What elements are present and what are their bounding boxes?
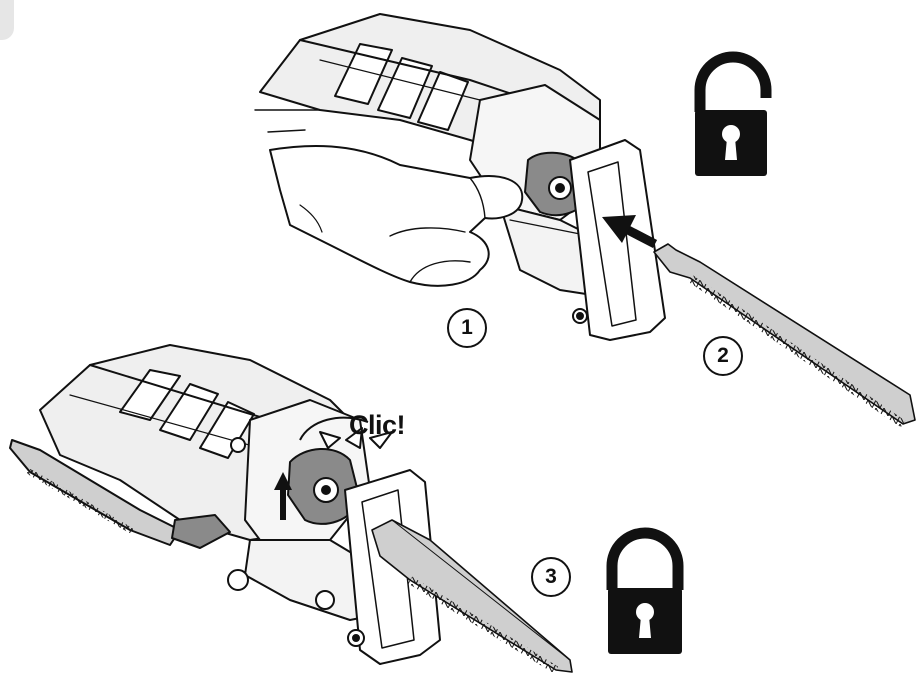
step-2-badge: 2 <box>703 336 743 376</box>
top-saw <box>255 14 665 340</box>
step-1-badge: 1 <box>447 308 487 348</box>
top-blade <box>654 244 915 424</box>
unlocked-padlock-icon <box>695 57 767 176</box>
locked-padlock-icon <box>608 533 682 654</box>
bottom-saw <box>10 345 440 664</box>
click-label: Clic! <box>349 410 405 441</box>
step-3-badge: 3 <box>531 557 571 597</box>
